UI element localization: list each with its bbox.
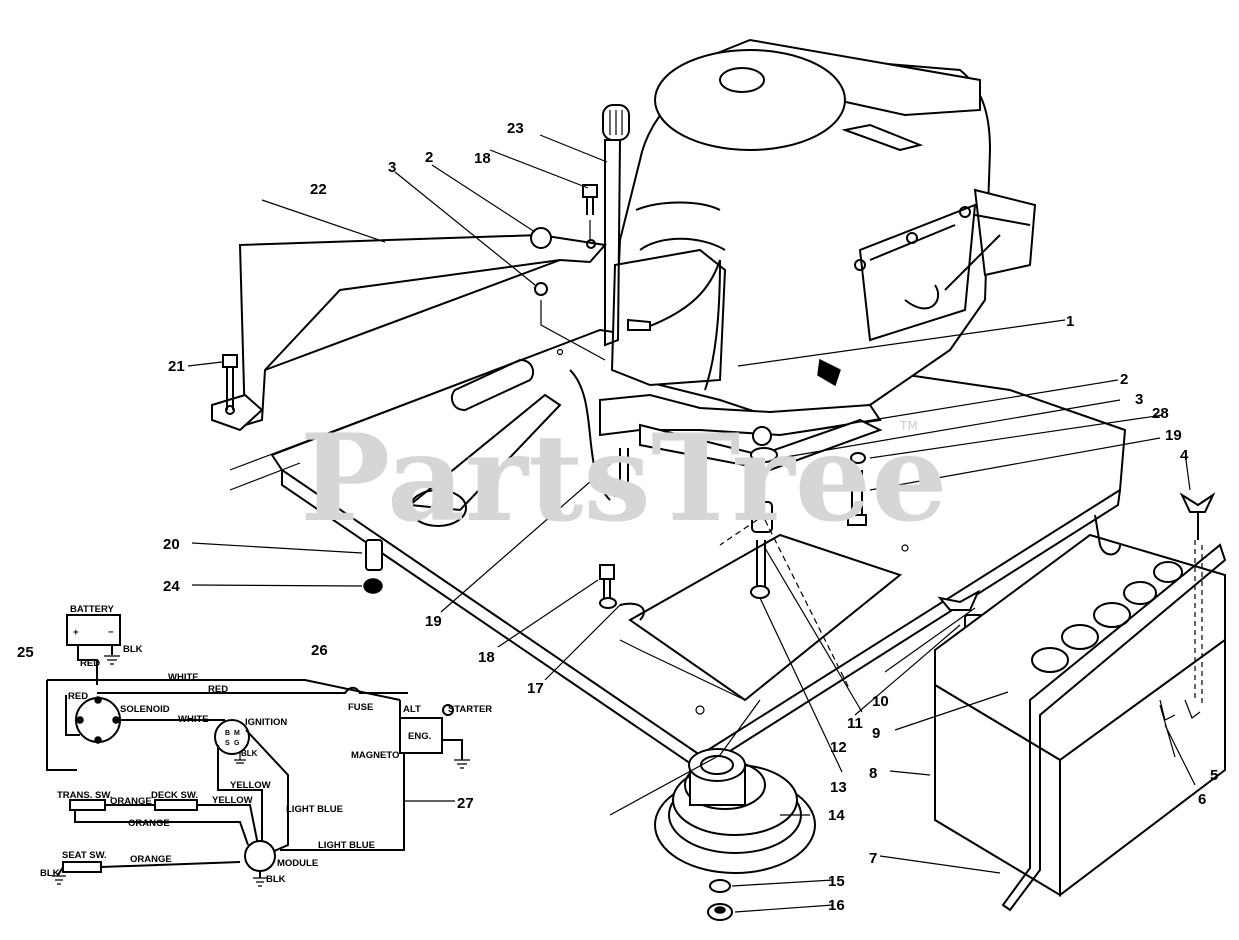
wire-white-ignition: WHITE — [178, 714, 209, 725]
callout-11: 11 — [847, 715, 863, 732]
battery-minus: − — [108, 627, 114, 638]
callout-3: 3 — [1135, 391, 1143, 408]
module-symbol — [244, 840, 276, 872]
module-blk: BLK — [266, 874, 286, 885]
wire-orange-seat: ORANGE — [130, 854, 172, 865]
deck-switch — [154, 799, 198, 811]
ignition-g: G — [234, 740, 240, 747]
magneto-label: MAGNETO — [351, 750, 399, 761]
wire-yellow-deck: YELLOW — [212, 795, 253, 806]
engine — [599, 38, 1037, 472]
wire-light-blue-upper: LIGHT BLUE — [286, 804, 343, 815]
callout-27: 27 — [457, 795, 474, 812]
leader-lines — [187, 134, 1196, 913]
starter-label: STARTER — [448, 704, 492, 715]
ignition-m: M — [234, 730, 240, 737]
callout-20: 20 — [163, 536, 180, 553]
callout-12: 12 — [830, 739, 847, 756]
ignition-b: B — [225, 730, 230, 737]
engine-label: ENG. — [408, 731, 431, 742]
deck-sw-label: DECK SW. — [151, 790, 198, 801]
callout-14: 14 — [828, 807, 845, 824]
callout-19: 19 — [425, 613, 442, 630]
battery-plus: + — [73, 627, 79, 638]
trans-sw-label: TRANS. SW. — [57, 790, 112, 801]
callout-1: 1 — [1066, 313, 1074, 330]
battery-label: BATTERY — [70, 604, 114, 615]
engine-box — [399, 717, 443, 754]
fuse-label: FUSE — [348, 702, 373, 713]
wire-light-blue-lower: LIGHT BLUE — [318, 840, 375, 851]
wire-white-top: WHITE — [168, 672, 199, 683]
callout-22: 22 — [310, 181, 327, 198]
callout-18: 18 — [478, 649, 495, 666]
callout-15: 15 — [828, 873, 845, 890]
ignition-symbol — [214, 719, 250, 755]
callout-9: 9 — [872, 725, 880, 742]
callout-6: 6 — [1198, 791, 1206, 808]
wire-red-battery: RED — [80, 658, 100, 669]
watermark-text: PartsTree — [300, 408, 947, 549]
callout-13: 13 — [830, 779, 847, 796]
wire-orange-under: ORANGE — [128, 818, 170, 829]
callout-19: 19 — [1165, 427, 1182, 444]
battery — [934, 514, 1227, 912]
wire-red-top: RED — [208, 684, 228, 695]
watermark: PartsTree TM — [300, 408, 947, 549]
callout-25: 25 — [17, 644, 34, 661]
seat-switch — [62, 861, 102, 873]
ignition-s: S — [225, 740, 230, 747]
callout-17: 17 — [527, 680, 544, 697]
wiring-schematic: BATTERY + − BLK RED WHITE RED FUSE RED S… — [40, 604, 492, 887]
callout-2: 2 — [1120, 371, 1128, 388]
callout-28: 28 — [1152, 405, 1169, 422]
engine-bracket — [211, 184, 607, 432]
callout-23: 23 — [507, 120, 524, 137]
wire-yellow-ignition: YELLOW — [230, 780, 271, 791]
seat-sw-label: SEAT SW. — [62, 850, 107, 861]
wire-orange-between: ORANGE — [110, 796, 152, 807]
wire-red-solenoid: RED — [68, 691, 88, 702]
watermark-tm: TM — [899, 419, 918, 433]
ignition-label: IGNITION — [245, 717, 287, 728]
callout-16: 16 — [828, 897, 845, 914]
callout-8: 8 — [869, 765, 877, 782]
callout-21: 21 — [168, 358, 185, 375]
battery-symbol — [66, 614, 121, 646]
callout-26: 26 — [311, 642, 328, 659]
callout-3: 3 — [388, 159, 396, 176]
ignition-blk: BLK — [241, 749, 258, 758]
seat-blk: BLK — [40, 868, 60, 879]
callout-labels: 1 2 2 3 3 4 5 6 7 8 9 10 11 12 13 14 15 … — [17, 120, 1218, 914]
callout-2: 2 — [425, 149, 433, 166]
callout-24: 24 — [163, 578, 180, 595]
module-label: MODULE — [277, 858, 318, 869]
callout-7: 7 — [869, 850, 877, 867]
callout-18: 18 — [474, 150, 491, 167]
callout-10: 10 — [872, 693, 889, 710]
battery-blk: BLK — [123, 644, 143, 655]
alt-label: ALT — [403, 704, 421, 715]
callout-5: 5 — [1210, 767, 1218, 784]
deck-plate — [229, 328, 1127, 772]
solenoid-label: SOLENOID — [120, 704, 170, 715]
trans-switch — [69, 799, 106, 811]
callout-4: 4 — [1180, 447, 1189, 464]
